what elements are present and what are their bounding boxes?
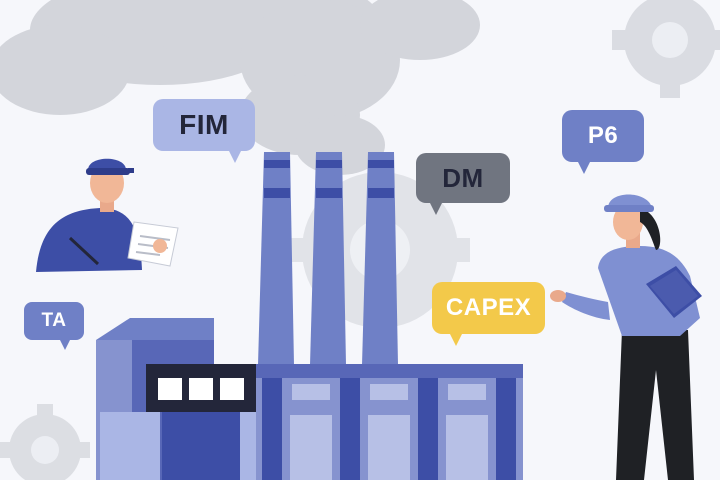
bubble-ta: TA: [24, 302, 84, 350]
clipboard: [127, 221, 179, 267]
chimney: [258, 152, 294, 365]
bubble-fim: FIM: [153, 99, 255, 163]
bubble-p6: P6: [562, 110, 644, 174]
bubble-p6-label: P6: [587, 122, 619, 149]
bubble-tail: [430, 203, 442, 215]
bubble-dm-label: DM: [442, 162, 484, 193]
bubble-dm: DM: [416, 153, 510, 215]
bubble-tail: [60, 340, 70, 350]
bubble-tail: [229, 151, 241, 163]
bubble-ta-label: TA: [41, 310, 67, 331]
gear-icon: [0, 404, 90, 480]
bubble-fim-label: FIM: [179, 109, 229, 140]
factory: [96, 318, 523, 480]
gear-icon: [612, 0, 720, 98]
bubble-capex-label: CAPEX: [445, 294, 532, 321]
worker-man: [36, 158, 179, 272]
worker-woman: [550, 194, 702, 480]
chimney: [362, 152, 398, 365]
bubble-tail: [450, 334, 462, 346]
chimney: [310, 152, 346, 365]
bubble-capex: CAPEX: [432, 282, 545, 346]
bubble-tail: [578, 162, 590, 174]
